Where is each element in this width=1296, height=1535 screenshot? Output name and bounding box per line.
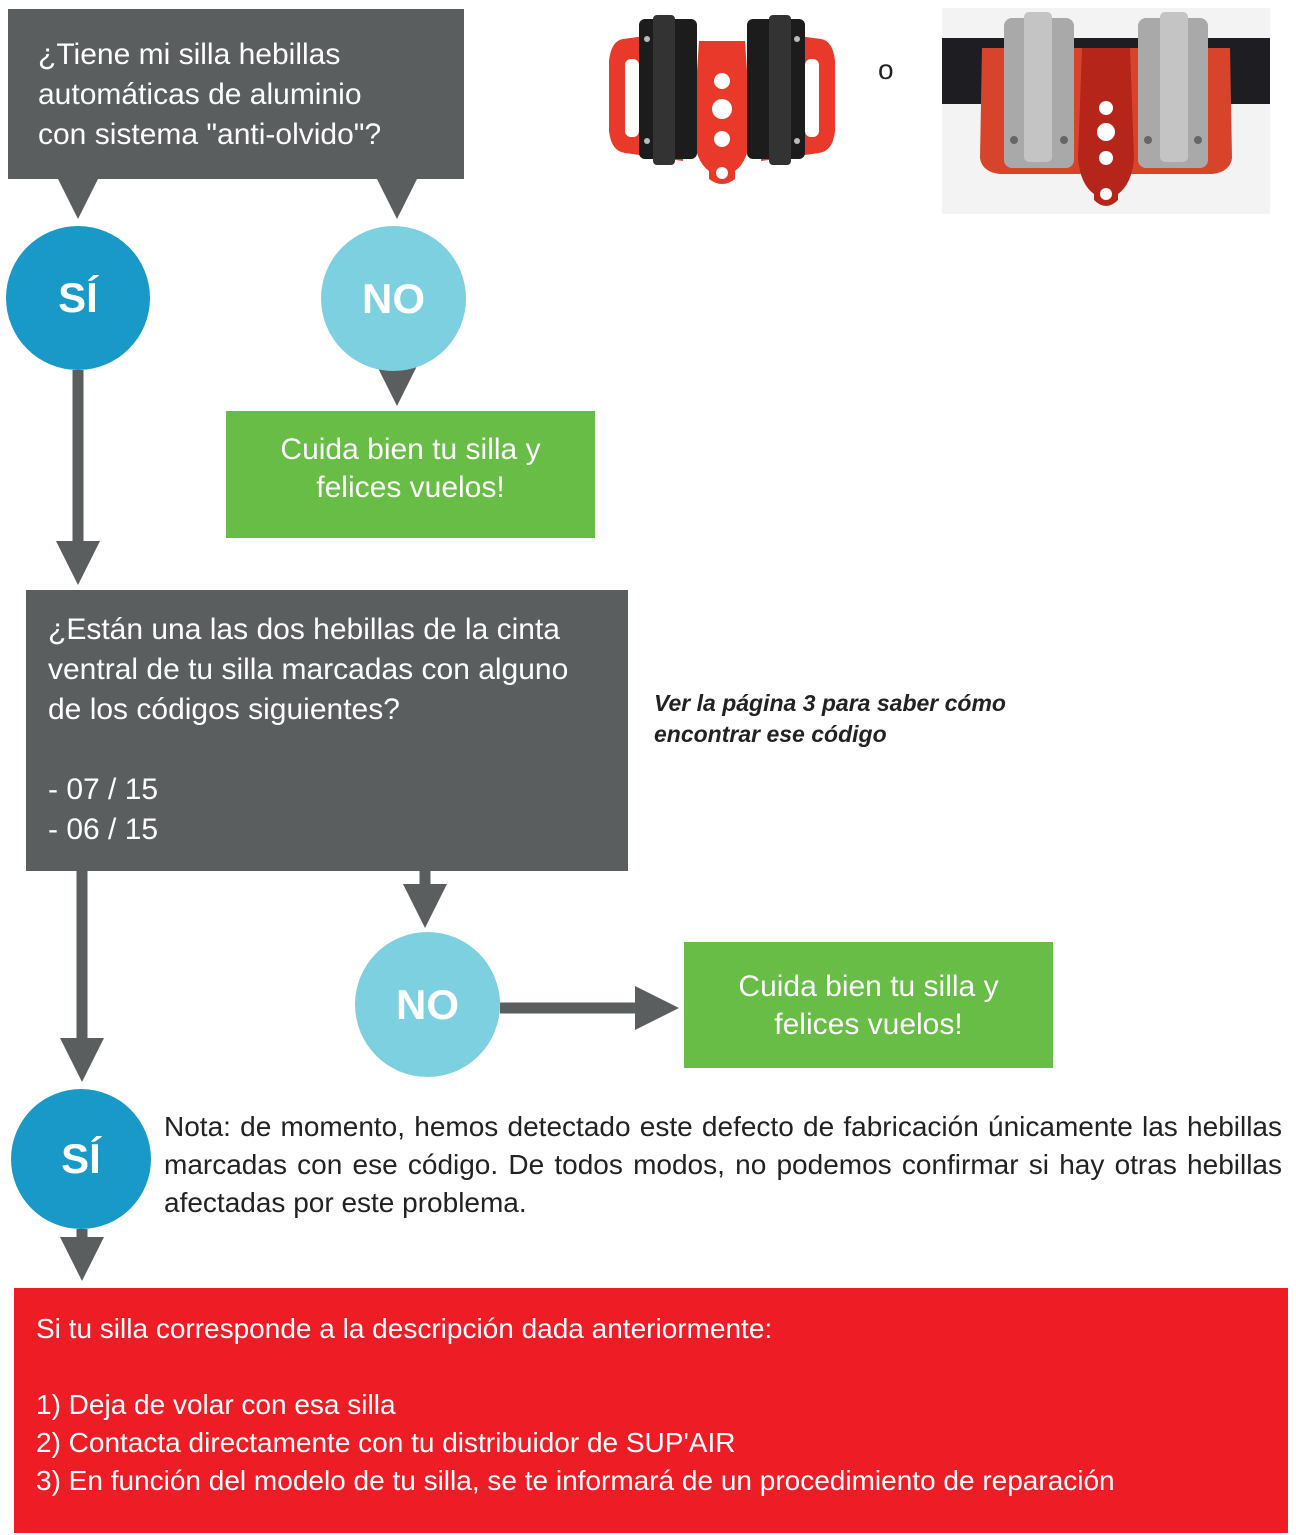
- page-reference-note: Ver la página 3 para saber cómo encontra…: [654, 688, 1074, 750]
- action-step: 3) En función del modelo de tu silla, se…: [36, 1465, 1115, 1496]
- silver-buckle-on-strap-photo: [942, 8, 1270, 214]
- no-circle-2: NO: [355, 932, 500, 1077]
- red-black-buckle-photo: [603, 11, 841, 187]
- note-line: encontrar ese código: [654, 721, 887, 747]
- yes-circle-1: SÍ: [6, 226, 150, 370]
- action-step: 1) Deja de volar con esa silla: [36, 1389, 396, 1420]
- no-circle-1: NO: [321, 226, 466, 371]
- question-box-2: ¿Están una las dos hebillas de la cinta …: [26, 590, 628, 871]
- result-line: Cuida bien tu silla y: [738, 970, 999, 1003]
- question-box-1: ¿Tiene mi silla hebillas automáticas de …: [8, 9, 464, 179]
- code-item: - 06 / 15: [48, 813, 159, 846]
- defect-note: Nota: de momento, hemos detectado este d…: [164, 1111, 1282, 1218]
- question1-line: con sistema "anti-olvido"?: [38, 118, 382, 151]
- result-box-1: Cuida bien tu silla y felices vuelos!: [226, 411, 595, 538]
- action-intro: Si tu silla corresponde a la descripción…: [36, 1313, 773, 1344]
- code-item: - 07 / 15: [48, 773, 159, 806]
- yes-circle-2: SÍ: [11, 1089, 151, 1229]
- result-box-2: Cuida bien tu silla y felices vuelos!: [684, 942, 1053, 1068]
- question2-line: ventral de tu silla marcadas con alguno: [48, 653, 569, 686]
- action-box: Si tu silla corresponde a la descripción…: [14, 1288, 1288, 1533]
- result-line: felices vuelos!: [316, 471, 505, 504]
- question2-line: de los códigos siguientes?: [48, 693, 400, 726]
- question1-line: ¿Tiene mi silla hebillas: [38, 38, 341, 71]
- question2-line: ¿Están una las dos hebillas de la cinta: [48, 613, 560, 646]
- result-line: felices vuelos!: [774, 1008, 963, 1041]
- or-label: o: [878, 54, 894, 85]
- note-line: Ver la página 3 para saber cómo: [654, 690, 1006, 716]
- action-step: 2) Contacta directamente con tu distribu…: [36, 1427, 736, 1458]
- question1-line: automáticas de aluminio: [38, 78, 362, 111]
- result-line: Cuida bien tu silla y: [280, 433, 541, 466]
